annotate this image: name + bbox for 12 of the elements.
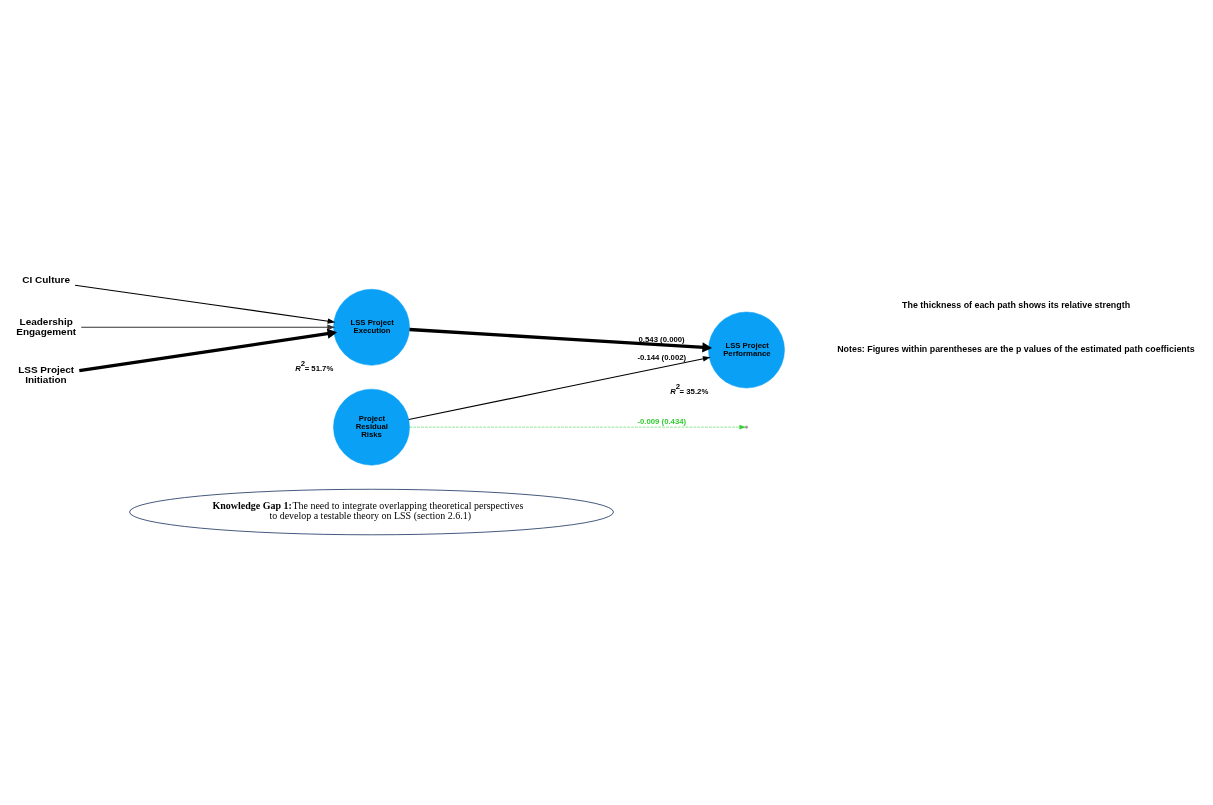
label: The thickness of each path shows its relative strength — [902, 299, 1131, 310]
node-ellipse: Knowledge Gap 1:The need to integrate overlapping theoretical perspectives to develop a testable theory on LSS (section 2.6.1) — [129, 488, 614, 535]
node-text: Leadership Engagement — [16, 315, 77, 337]
arrow — [409, 424, 746, 429]
arrow — [80, 324, 336, 330]
arrow — [408, 355, 711, 420]
arrow — [79, 328, 338, 372]
node-text: LSS Project Initiation — [18, 363, 75, 385]
arrow — [409, 327, 713, 352]
arrow — [74, 284, 336, 324]
label: Notes: Figures within parentheses are the p values of the estimated path coefficients — [837, 343, 1195, 354]
node-text: CI Culture — [22, 273, 70, 285]
